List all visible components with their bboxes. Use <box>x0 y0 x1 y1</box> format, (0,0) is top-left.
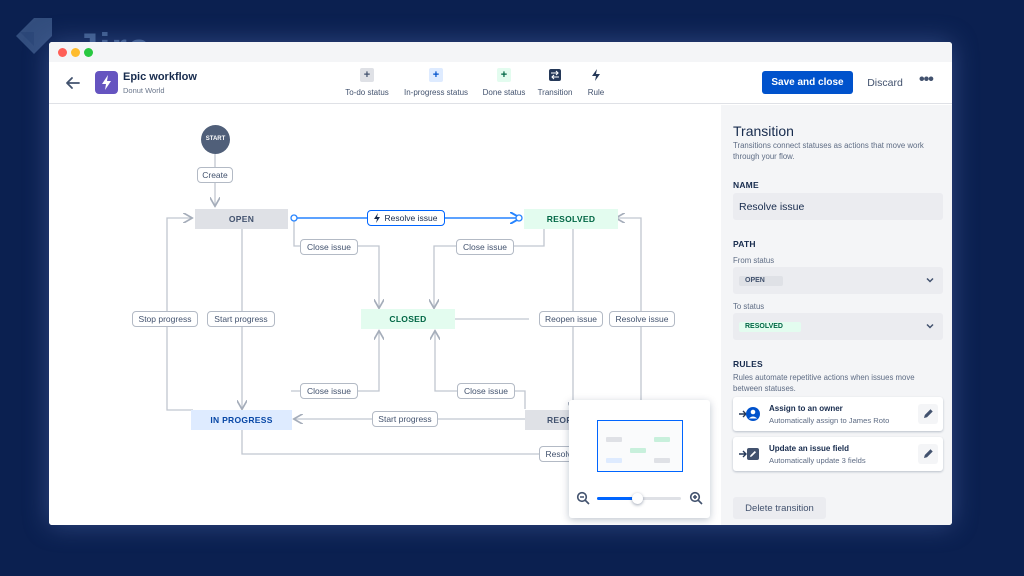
rules-description: Rules automate repetitive actions when i… <box>733 373 915 393</box>
status-in-progress[interactable]: IN PROGRESS <box>191 410 292 430</box>
name-section-label: NAME <box>733 180 759 190</box>
lightning-icon <box>374 213 380 223</box>
status-closed[interactable]: CLOSED <box>361 309 455 329</box>
status-open[interactable]: OPEN <box>195 209 288 229</box>
edge-handle-end <box>515 214 523 222</box>
transition-reopen-issue[interactable]: Reopen issue <box>539 311 603 327</box>
transition-stop-progress[interactable]: Stop progress <box>132 311 198 327</box>
rule-title: Update an issue field <box>769 444 850 453</box>
resolve-right-edge <box>617 218 642 400</box>
more-icon[interactable]: ••• <box>919 71 934 88</box>
minimap-panel <box>569 400 710 518</box>
rule-title: Assign to an owner <box>769 404 843 413</box>
close-window-dot[interactable] <box>58 48 67 57</box>
add-done-status-tool[interactable]: + Done status <box>482 68 526 97</box>
lightning-icon <box>592 69 600 81</box>
add-inprogress-status-tool[interactable]: + In-progress status <box>403 68 469 97</box>
transition-close-issue[interactable]: Close issue <box>457 383 515 399</box>
transition-start-progress[interactable]: Start progress <box>207 311 275 327</box>
plus-icon: + <box>429 68 443 82</box>
start-node[interactable]: START <box>201 125 230 154</box>
app-window: Epic workflow Donut World + To-do status… <box>49 42 952 525</box>
to-status-lozenge: RESOLVED <box>739 322 801 332</box>
path-section-label: PATH <box>733 239 756 249</box>
edit-rule-button[interactable] <box>918 404 938 424</box>
rule-update-field[interactable]: Update an issue field Automatically upda… <box>733 437 943 471</box>
chevron-down-icon <box>926 277 934 283</box>
from-status-lozenge: OPEN <box>739 276 783 286</box>
project-name: Donut World <box>123 86 165 95</box>
zoom-slider-track[interactable] <box>597 493 681 504</box>
transition-details-panel: Transition Transitions connect statuses … <box>721 105 952 525</box>
minimap-viewport[interactable] <box>597 420 683 472</box>
pencil-icon <box>924 409 933 418</box>
transition-close-issue[interactable]: Close issue <box>300 383 358 399</box>
zoom-in-icon[interactable] <box>689 491 703 505</box>
transition-resolve-issue[interactable]: Resolve issue <box>609 311 675 327</box>
workflow-title: Epic workflow <box>123 71 197 83</box>
pencil-icon <box>924 449 933 458</box>
to-status-label: To status <box>733 302 765 311</box>
plus-icon: + <box>497 68 511 82</box>
rule-subtitle: Automatically assign to James Roto <box>769 416 890 425</box>
rule-subtitle: Automatically update 3 fields <box>769 456 866 465</box>
rules-section-label: RULES <box>733 359 763 369</box>
update-field-icon <box>739 448 759 460</box>
add-transition-tool[interactable]: Transition <box>535 68 575 102</box>
maximize-window-dot[interactable] <box>84 48 93 57</box>
edit-rule-button[interactable] <box>918 444 938 464</box>
transition-create[interactable]: Create <box>197 167 233 183</box>
workflow-canvas[interactable]: START OPEN RESOLVED CLOSED IN PROGRESS R… <box>49 105 721 525</box>
assign-user-icon <box>739 407 760 421</box>
panel-description: Transitions connect statuses as actions … <box>733 141 924 161</box>
from-status-select[interactable]: OPEN <box>733 267 943 294</box>
status-resolved[interactable]: RESOLVED <box>524 209 618 229</box>
zoom-out-icon[interactable] <box>576 491 590 505</box>
project-icon <box>95 71 118 94</box>
transition-name-input[interactable] <box>733 193 943 220</box>
transition-close-issue[interactable]: Close issue <box>456 239 514 255</box>
transition-start-progress[interactable]: Start progress <box>372 411 438 427</box>
jira-logo-icon <box>16 18 52 54</box>
panel-title: Transition <box>733 123 794 139</box>
resolve-bottom-edge <box>241 429 539 455</box>
add-rule-tool[interactable]: Rule <box>583 68 609 102</box>
from-status-label: From status <box>733 256 775 265</box>
back-arrow-icon[interactable] <box>63 73 83 93</box>
transition-close-issue[interactable]: Close issue <box>300 239 358 255</box>
add-todo-status-tool[interactable]: + To-do status <box>345 68 389 97</box>
edge-handle-start <box>290 214 298 222</box>
rule-assign-owner[interactable]: Assign to an owner Automatically assign … <box>733 397 943 431</box>
transition-label: Resolve issue <box>384 213 438 223</box>
lightning-bolt-icon <box>102 75 111 90</box>
save-and-close-button[interactable]: Save and close <box>762 71 853 94</box>
to-status-select[interactable]: RESOLVED <box>733 313 943 340</box>
transition-resolve-issue-selected[interactable]: Resolve issue <box>367 210 445 226</box>
plus-icon: + <box>360 68 374 82</box>
delete-transition-button[interactable]: Delete transition <box>733 497 826 519</box>
zoom-slider-fill <box>597 497 638 500</box>
window-titlebar <box>49 42 952 62</box>
chevron-down-icon <box>926 323 934 329</box>
transition-icon <box>549 69 561 81</box>
minimize-window-dot[interactable] <box>71 48 80 57</box>
zoom-slider-thumb[interactable] <box>632 493 644 504</box>
discard-button[interactable]: Discard <box>861 71 909 94</box>
close-open-edge <box>293 219 379 307</box>
workflow-header: Epic workflow Donut World + To-do status… <box>49 62 952 104</box>
